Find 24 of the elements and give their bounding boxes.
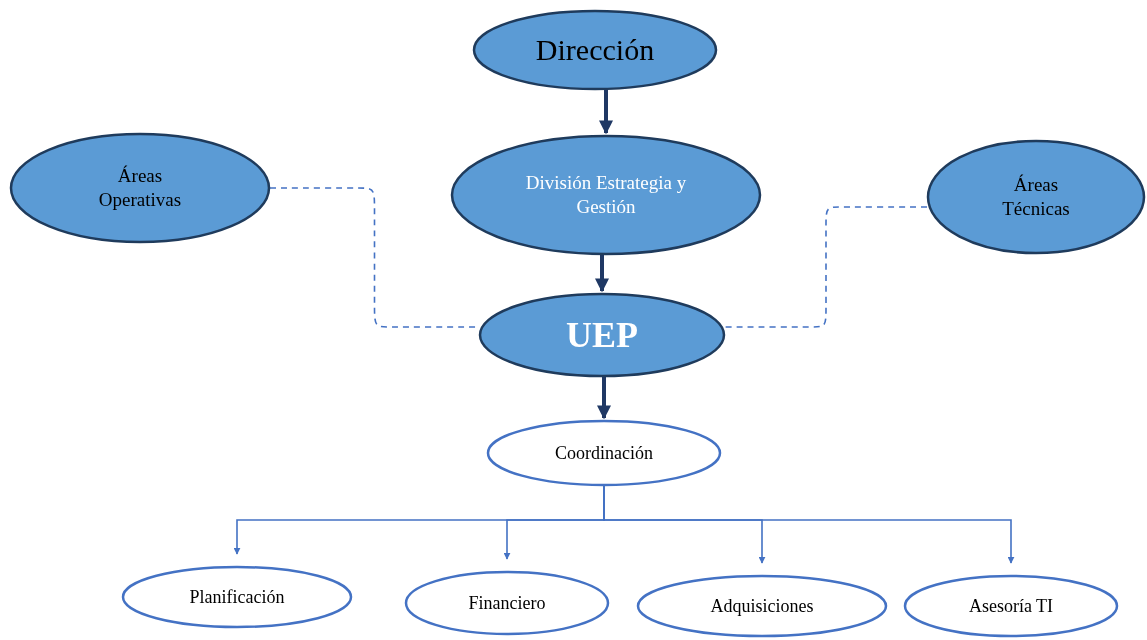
ellipse-node	[473, 10, 717, 90]
arrow	[599, 90, 613, 135]
ellipse-node	[637, 575, 887, 637]
dashed-connector	[724, 206, 928, 328]
node-label: Asesoría TI	[968, 594, 1054, 618]
ellipse-node	[904, 575, 1118, 637]
ellipse-node	[451, 135, 761, 255]
node-label: Planificación	[189, 585, 285, 609]
node-label: Dirección	[535, 32, 655, 69]
ellipse-node	[122, 566, 352, 628]
node-label: UEP	[566, 313, 638, 357]
arrow	[597, 377, 611, 420]
ellipse-node	[487, 420, 721, 486]
node-label: Áreas Técnicas	[1001, 173, 1071, 221]
node-label: División Estrategia y Gestión	[524, 171, 688, 219]
node-label: Financiero	[468, 591, 546, 615]
ellipse-node	[479, 293, 725, 377]
node-label: Adquisiciones	[710, 594, 814, 618]
ellipse-node	[405, 571, 609, 635]
ellipse-node	[927, 140, 1145, 254]
ellipse-node	[10, 133, 270, 243]
arrow	[595, 255, 609, 293]
node-label: Coordinación	[555, 441, 653, 465]
node-label: Áreas Operativas	[97, 164, 183, 212]
